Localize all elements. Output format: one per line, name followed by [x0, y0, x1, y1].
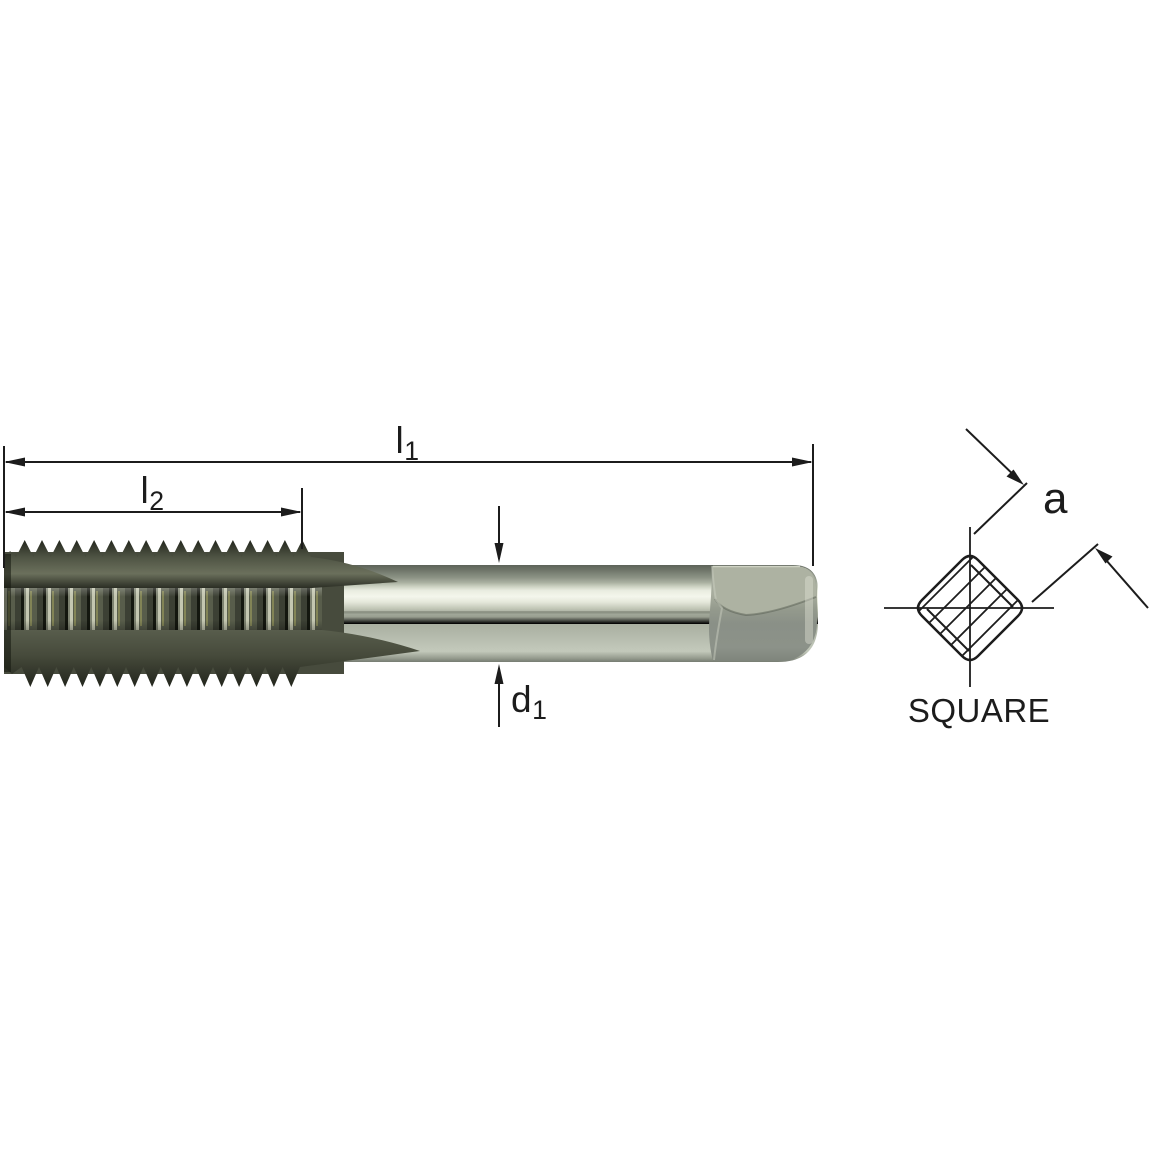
thread-top-teeth: [4, 540, 398, 588]
label-d1: d1: [511, 679, 547, 726]
l2-arrow-right: [281, 507, 302, 517]
a-extension-line-bottom: [1031, 543, 1099, 603]
square-end-left-chamfer: [711, 565, 724, 661]
square-end-top-face: [712, 566, 816, 615]
label-l1: l1: [395, 420, 420, 467]
square-end-right-highlight: [805, 576, 813, 644]
tap-shank: [330, 565, 818, 662]
l2-arrow-left: [4, 507, 25, 517]
square-chamfer-line-bottom-left: [926, 608, 970, 652]
dimension-l2: [4, 488, 303, 549]
d1-arrow-bottom-head: [494, 664, 504, 684]
square-section-detail: [884, 428, 1149, 687]
shank-reflection-line: [335, 611, 715, 614]
square-chamfer-line-top-right: [970, 564, 1014, 608]
dimension-d1: [494, 506, 504, 727]
tap-side-view: [4, 540, 818, 687]
d1-arrow-top-head: [494, 543, 504, 563]
l1-arrow-left: [4, 457, 25, 467]
square-hatching: [917, 555, 1019, 657]
thread-rib-band-shading: [4, 585, 322, 632]
l1-arrow-right: [792, 457, 813, 467]
thread-front-face: [4, 554, 11, 672]
a-arrow-lower: [1095, 548, 1113, 564]
thread-bottom-teeth: [4, 630, 420, 687]
label-square: SQUARE: [907, 692, 1051, 729]
a-extension-line-top: [973, 482, 1028, 535]
label-a: a: [1043, 474, 1068, 523]
a-arrow-upper: [1006, 469, 1024, 485]
dimension-l1: [3, 444, 814, 568]
label-l2: l2: [140, 470, 165, 517]
